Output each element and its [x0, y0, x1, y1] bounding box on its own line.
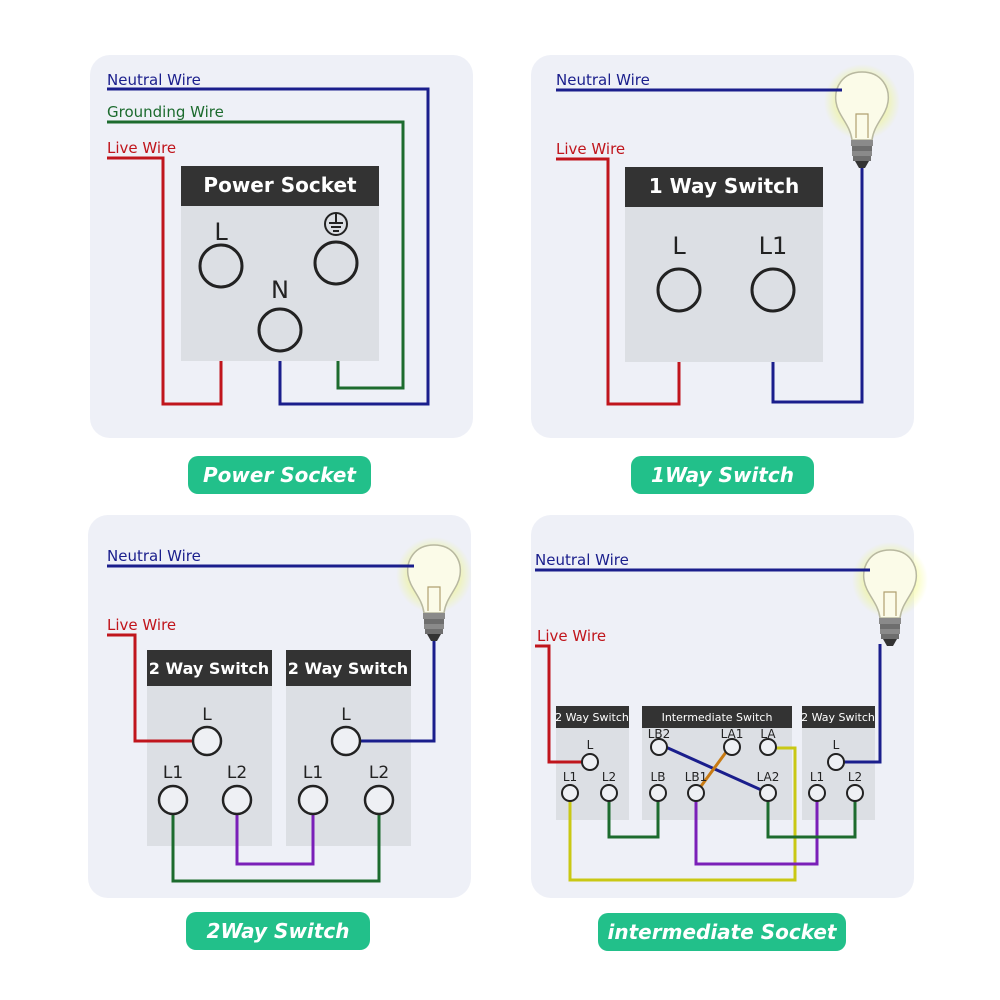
- left-switch-box-header: [556, 706, 629, 728]
- right-terminal-l: [330, 725, 362, 757]
- neutral-wire-label: Neutral Wire: [535, 551, 629, 569]
- right-terminal-l-label: L: [833, 738, 840, 752]
- live-wire-label: Live Wire: [107, 139, 176, 157]
- terminal-l: [656, 267, 702, 313]
- intermediate-switch-diagram: Neutral Wire Live Wire 2 Way Switch Inte…: [535, 541, 929, 882]
- socket-box-header: [181, 166, 379, 206]
- left-switch-box-body: [147, 686, 272, 846]
- terminal-lb1: [687, 784, 705, 802]
- left-switch-box-title: 2 Way Switch: [149, 659, 269, 678]
- right-terminal-l-label: L: [341, 705, 351, 725]
- terminal-lb1-label: LB1: [685, 770, 708, 784]
- terminal-la-label: LA: [760, 727, 776, 741]
- right-terminal-l2-label: L2: [848, 770, 862, 784]
- right-switch-box-header: [286, 650, 411, 686]
- socket-box-body: [181, 206, 379, 361]
- neutral-wire-label: Neutral Wire: [107, 547, 201, 565]
- switch-box-title: 1 Way Switch: [649, 174, 800, 198]
- left-terminal-l1: [561, 784, 579, 802]
- left-terminal-l: [581, 753, 599, 771]
- traveller-wire-l1: [171, 800, 381, 883]
- neutral-wire: [107, 87, 430, 406]
- live-wire: [535, 644, 590, 764]
- right-switch-box-header: [802, 706, 875, 728]
- left-switch-box-title: 2 Way Switch: [555, 711, 629, 724]
- purple-wire-lb1: [694, 793, 819, 866]
- right-terminal-l1: [297, 784, 329, 816]
- right-terminal-l: [827, 753, 845, 771]
- left-terminal-l-label: L: [587, 738, 594, 752]
- right-terminal-l1-label: L1: [810, 770, 824, 784]
- right-terminal-l1-label: L1: [303, 763, 323, 783]
- live-wire: [556, 157, 681, 406]
- switch-box-header: [625, 167, 823, 207]
- light-bulb-icon: [851, 541, 929, 647]
- terminal-la1: [723, 738, 741, 756]
- terminal-l-label: L: [672, 232, 686, 260]
- right-switch-box-body: [802, 728, 875, 820]
- intermediate-socket-caption: intermediate Socket: [598, 913, 846, 951]
- right-terminal-l2-label: L2: [369, 763, 389, 783]
- green-wire-left: [607, 793, 660, 839]
- light-bulb-icon: [823, 63, 901, 169]
- one-way-switch-caption: 1Way Switch: [631, 456, 814, 494]
- intermediate-box-header: [642, 706, 792, 728]
- left-terminal-l1-label: L1: [163, 763, 183, 783]
- left-terminal-l2: [600, 784, 618, 802]
- live-wire-label: Live Wire: [537, 627, 606, 645]
- power-socket-caption: Power Socket: [188, 456, 371, 494]
- right-terminal-l2: [846, 784, 864, 802]
- two-way-switch-diagram: Neutral Wire Live Wire 2 Way Switch 2 Wa…: [107, 536, 473, 883]
- light-bulb-icon: [395, 536, 473, 642]
- terminal-l1-label: L1: [759, 232, 788, 260]
- right-switch-box-title: 2 Way Switch: [288, 659, 408, 678]
- live-wire-label: Live Wire: [107, 616, 176, 634]
- terminal-n: [257, 307, 303, 353]
- right-terminal-l2: [363, 784, 395, 816]
- two-way-switch-caption: 2Way Switch: [186, 912, 370, 950]
- neutral-wire-label: Neutral Wire: [107, 71, 201, 89]
- socket-box-title: Power Socket: [203, 173, 357, 197]
- terminal-lb2: [650, 738, 668, 756]
- left-terminal-l1: [157, 784, 189, 816]
- left-terminal-l-label: L: [202, 705, 212, 725]
- right-switch-box-title: 2 Way Switch: [801, 711, 875, 724]
- terminal-l1: [750, 267, 796, 313]
- right-switch-box-body: [286, 686, 411, 846]
- terminal-la1-label: LA1: [721, 727, 744, 741]
- left-terminal-l1-label: L1: [563, 770, 577, 784]
- terminal-la: [759, 738, 777, 756]
- terminal-la2: [759, 784, 777, 802]
- right-terminal-l1: [808, 784, 826, 802]
- terminal-ground: [313, 240, 359, 286]
- live-wire: [107, 633, 207, 743]
- left-terminal-l: [191, 725, 223, 757]
- lamp-wire: [346, 641, 436, 743]
- left-switch-box-body: [556, 728, 629, 820]
- left-terminal-l2: [221, 784, 253, 816]
- terminal-lb2-label: LB2: [648, 727, 671, 741]
- grounding-wire-label: Grounding Wire: [107, 103, 224, 121]
- earth-ground-icon: [324, 212, 348, 236]
- left-terminal-l2-label: L2: [602, 770, 616, 784]
- neutral-wire-label: Neutral Wire: [556, 71, 650, 89]
- traveller-wire-l2: [235, 800, 315, 866]
- live-wire-label: Live Wire: [556, 140, 625, 158]
- yellow-wire: [568, 746, 797, 882]
- green-wire-right: [766, 793, 857, 839]
- terminal-la2-label: LA2: [757, 770, 780, 784]
- one-way-switch-diagram: Neutral Wire Live Wire 1 Way Switch L L1: [556, 63, 901, 406]
- lamp-wire: [836, 644, 882, 764]
- terminal-n-label: N: [271, 276, 289, 304]
- left-switch-box-header: [147, 650, 272, 686]
- power-socket-diagram: Neutral Wire Grounding Wire Live Wire Po…: [107, 71, 430, 406]
- terminal-l: [198, 243, 244, 289]
- terminal-lb-label: LB: [651, 770, 666, 784]
- terminal-l-label: L: [214, 218, 228, 246]
- intermediate-box-title: Intermediate Switch: [662, 711, 773, 724]
- terminal-lb: [649, 784, 667, 802]
- left-terminal-l2-label: L2: [227, 763, 247, 783]
